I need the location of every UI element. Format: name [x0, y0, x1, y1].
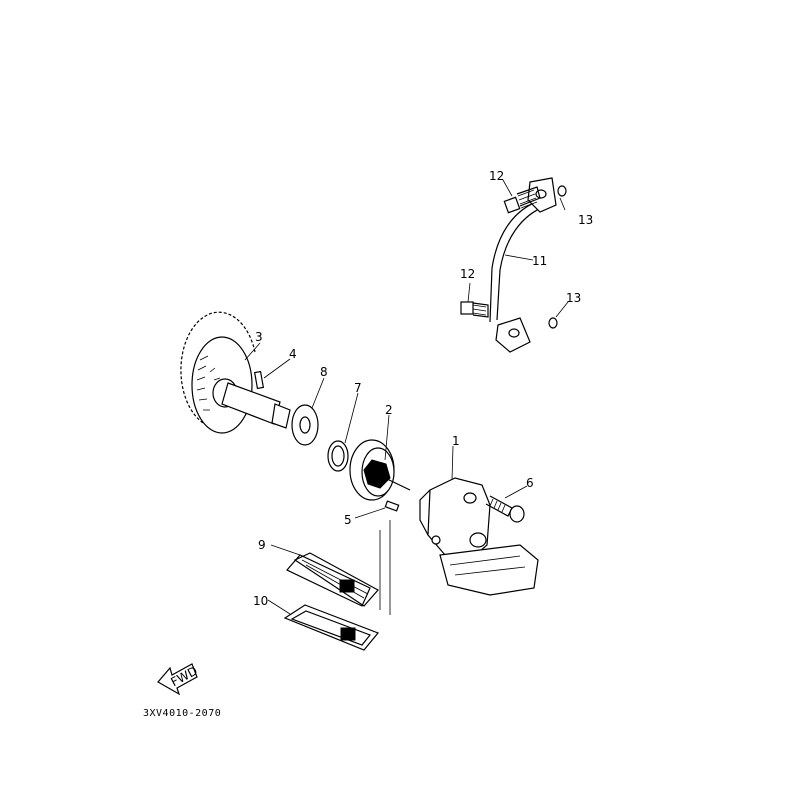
pump-drive-gear — [180, 311, 291, 434]
gear-pin — [253, 370, 265, 390]
callout-8: 8 — [320, 365, 328, 379]
callout-13-lower: 13 — [566, 291, 581, 305]
callout-7: 7 — [354, 381, 362, 395]
callout-2: 2 — [385, 403, 393, 417]
callout-12-upper: 12 — [489, 169, 504, 183]
callout-1: 1 — [452, 434, 460, 448]
union-bolt-upper — [503, 186, 541, 214]
pump-housing — [419, 477, 539, 596]
strainer-gasket — [283, 604, 379, 651]
callout-6: 6 — [526, 476, 534, 490]
pump-rotor — [349, 439, 411, 501]
callout-13-upper: 13 — [578, 213, 593, 227]
dowel-pin — [384, 500, 400, 512]
callout-4: 4 — [289, 347, 297, 361]
callout-10: 10 — [253, 594, 268, 608]
oil-strainer — [286, 552, 379, 607]
housing-screw — [485, 495, 525, 523]
leader-lines — [244, 179, 569, 615]
washer — [291, 404, 319, 446]
union-bolt-lower — [460, 301, 489, 318]
callout-11: 11 — [532, 254, 547, 268]
callout-5: 5 — [344, 513, 352, 527]
callout-3: 3 — [255, 330, 263, 344]
o-ring-lower — [548, 317, 558, 329]
callout-9: 9 — [258, 538, 266, 552]
fwd-arrow-icon: FWD — [157, 663, 200, 696]
part-code: 3XV4010-2070 — [143, 708, 221, 719]
thin-ring — [327, 440, 349, 472]
o-ring-upper — [557, 185, 567, 197]
fwd-label: FWD — [168, 664, 199, 690]
callout-12-lower: 12 — [460, 267, 475, 281]
alignment-line — [379, 520, 391, 615]
